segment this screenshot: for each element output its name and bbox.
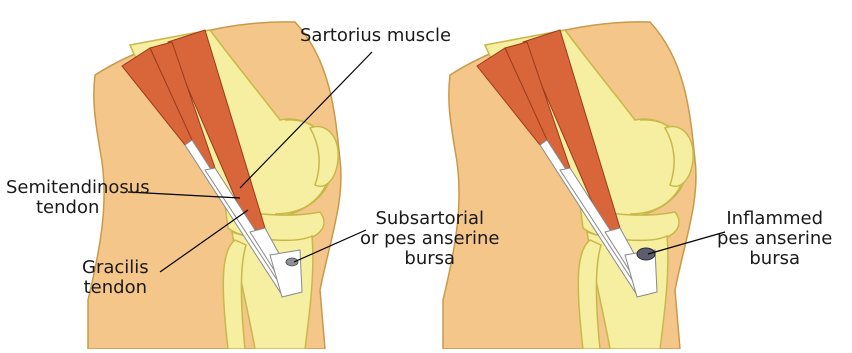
right-bursa-inflamed [637,248,655,260]
label-inflamed: Inflammed pes anserine bursa [717,209,832,269]
label-gracilis: Gracilis tendon [82,258,149,298]
label-sartorius: Sartorius muscle [300,26,451,46]
label-semitendinosus: Semitendinosus tendon [6,178,150,218]
label-subsartorial: Subsartorial or pes anserine bursa [360,209,500,269]
left-bursa [286,258,298,266]
right-knee [443,22,696,349]
